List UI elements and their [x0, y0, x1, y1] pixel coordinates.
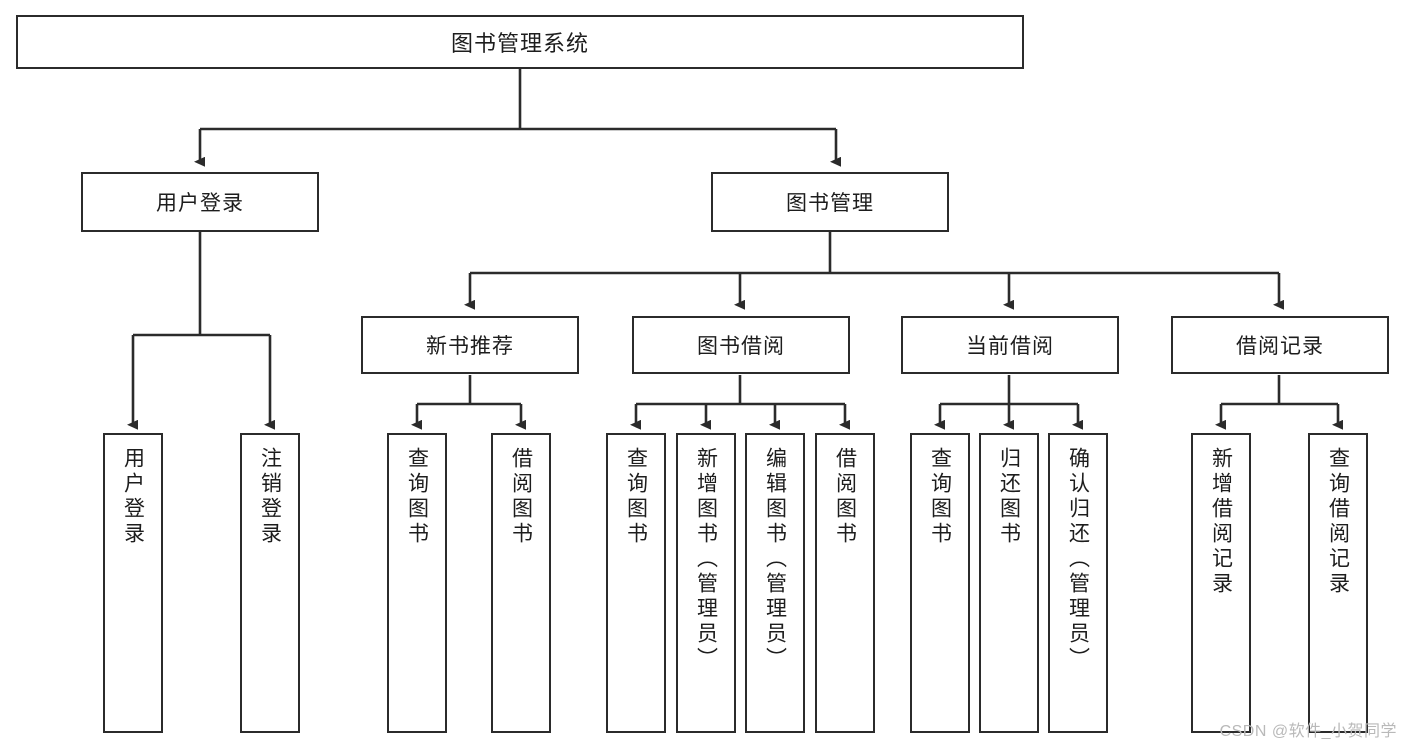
leaf-confirm-return[interactable]: 确认归还（管理员）: [1048, 433, 1108, 733]
leaf-confirm-return-label: 确认归还（管理员）: [1066, 447, 1090, 672]
node-user-login[interactable]: 用户登录: [81, 172, 319, 232]
leaf-borrow-book-1-label: 借阅图书: [509, 447, 533, 547]
leaf-query-book-2[interactable]: 查询图书: [606, 433, 666, 733]
leaf-return-book-label: 归还图书: [997, 447, 1021, 547]
node-user-login-label: 用户登录: [156, 192, 244, 215]
leaf-add-book-label: 新增图书（管理员）: [694, 447, 718, 672]
leaf-query-book-1-label: 查询图书: [405, 447, 429, 547]
node-root-label: 图书管理系统: [450, 31, 589, 56]
leaf-query-book-1[interactable]: 查询图书: [387, 433, 447, 733]
leaf-logout-label: 注销登录: [258, 447, 282, 547]
node-root[interactable]: 图书管理系统: [16, 15, 1024, 69]
node-new-book-recommend[interactable]: 新书推荐: [361, 316, 579, 374]
leaf-query-book-3-label: 查询图书: [928, 447, 952, 547]
leaf-logout[interactable]: 注销登录: [240, 433, 300, 733]
leaf-edit-book[interactable]: 编辑图书（管理员）: [745, 433, 805, 733]
leaf-borrow-book-2[interactable]: 借阅图书: [815, 433, 875, 733]
leaf-add-book[interactable]: 新增图书（管理员）: [676, 433, 736, 733]
leaf-return-book[interactable]: 归还图书: [979, 433, 1039, 733]
leaf-add-record[interactable]: 新增借阅记录: [1191, 433, 1251, 733]
node-book-borrow[interactable]: 图书借阅: [632, 316, 850, 374]
watermark-text: CSDN @软件_小贺同学: [1219, 723, 1397, 740]
leaf-query-book-3[interactable]: 查询图书: [910, 433, 970, 733]
node-borrow-record-label: 借阅记录: [1236, 335, 1324, 358]
node-current-borrow[interactable]: 当前借阅: [901, 316, 1119, 374]
node-current-borrow-label: 当前借阅: [966, 335, 1054, 358]
leaf-query-record[interactable]: 查询借阅记录: [1308, 433, 1368, 733]
node-book-management[interactable]: 图书管理: [711, 172, 949, 232]
leaf-query-record-label: 查询借阅记录: [1326, 447, 1350, 597]
leaf-user-login-label: 用户登录: [121, 447, 145, 547]
leaf-query-book-2-label: 查询图书: [624, 447, 648, 547]
node-borrow-record[interactable]: 借阅记录: [1171, 316, 1389, 374]
node-book-borrow-label: 图书借阅: [697, 335, 785, 358]
leaf-add-record-label: 新增借阅记录: [1209, 447, 1233, 597]
node-book-management-label: 图书管理: [786, 192, 874, 215]
leaf-borrow-book-2-label: 借阅图书: [833, 447, 857, 547]
node-new-book-recommend-label: 新书推荐: [426, 335, 514, 358]
leaf-borrow-book-1[interactable]: 借阅图书: [491, 433, 551, 733]
leaf-user-login[interactable]: 用户登录: [103, 433, 163, 733]
leaf-edit-book-label: 编辑图书（管理员）: [763, 447, 787, 672]
